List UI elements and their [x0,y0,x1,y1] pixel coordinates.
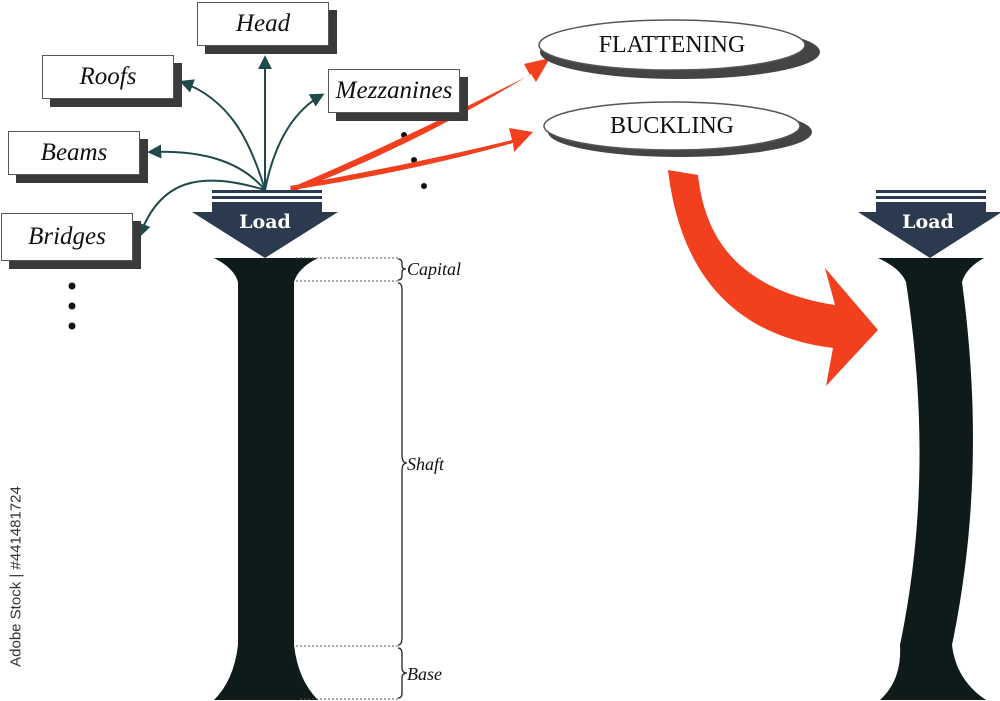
failure-arrows [290,58,550,192]
head-label-box: Head [197,2,329,46]
beams-label-box: Beams [8,131,140,175]
load-label-left: Load [239,211,291,233]
application-arrows [137,55,325,238]
buckling-result-arrow [668,170,878,386]
arrow-to-bridges [137,179,266,238]
roofs-label-box: Roofs [42,55,174,99]
arrow-to-mezzanines [264,93,325,191]
beams-label: Beams [40,139,108,166]
buckling-label: BUCKLING [610,113,734,139]
bridges-label: Bridges [28,223,106,250]
straight-column [214,258,318,700]
base-label: Base [407,664,442,684]
bridges-label-box: Bridges [1,213,133,261]
watermark-text: Adobe Stock | #441481724 [7,486,25,667]
arrow-to-beams [147,144,266,191]
ellipsis-dots [68,132,427,330]
buckled-column [878,258,986,700]
base-brace [397,647,408,699]
flattening-node [538,19,820,79]
buckling-node [543,101,812,157]
flattening-label: FLATTENING [598,32,746,58]
part-guides [296,257,398,700]
arrow-to-flattening [290,58,550,192]
mezzanines-label: Mezzanines [335,77,453,104]
capital-brace [397,258,407,281]
load-arrow-left [192,190,338,258]
capital-label: Capital [407,259,462,279]
roofs-label: Roofs [79,63,137,90]
head-label: Head [235,10,291,37]
shaft-brace [397,282,408,646]
part-braces [397,258,408,699]
load-label-right: Load [902,211,954,233]
arrow-to-roofs [179,79,266,191]
load-arrow-right [858,190,1000,258]
stock-watermark: Adobe Stock | #441481724 [4,470,28,690]
arrow-to-buckling [290,128,533,190]
shaft-label: Shaft [407,454,445,474]
mezzanines-label-box: Mezzanines [328,69,460,113]
